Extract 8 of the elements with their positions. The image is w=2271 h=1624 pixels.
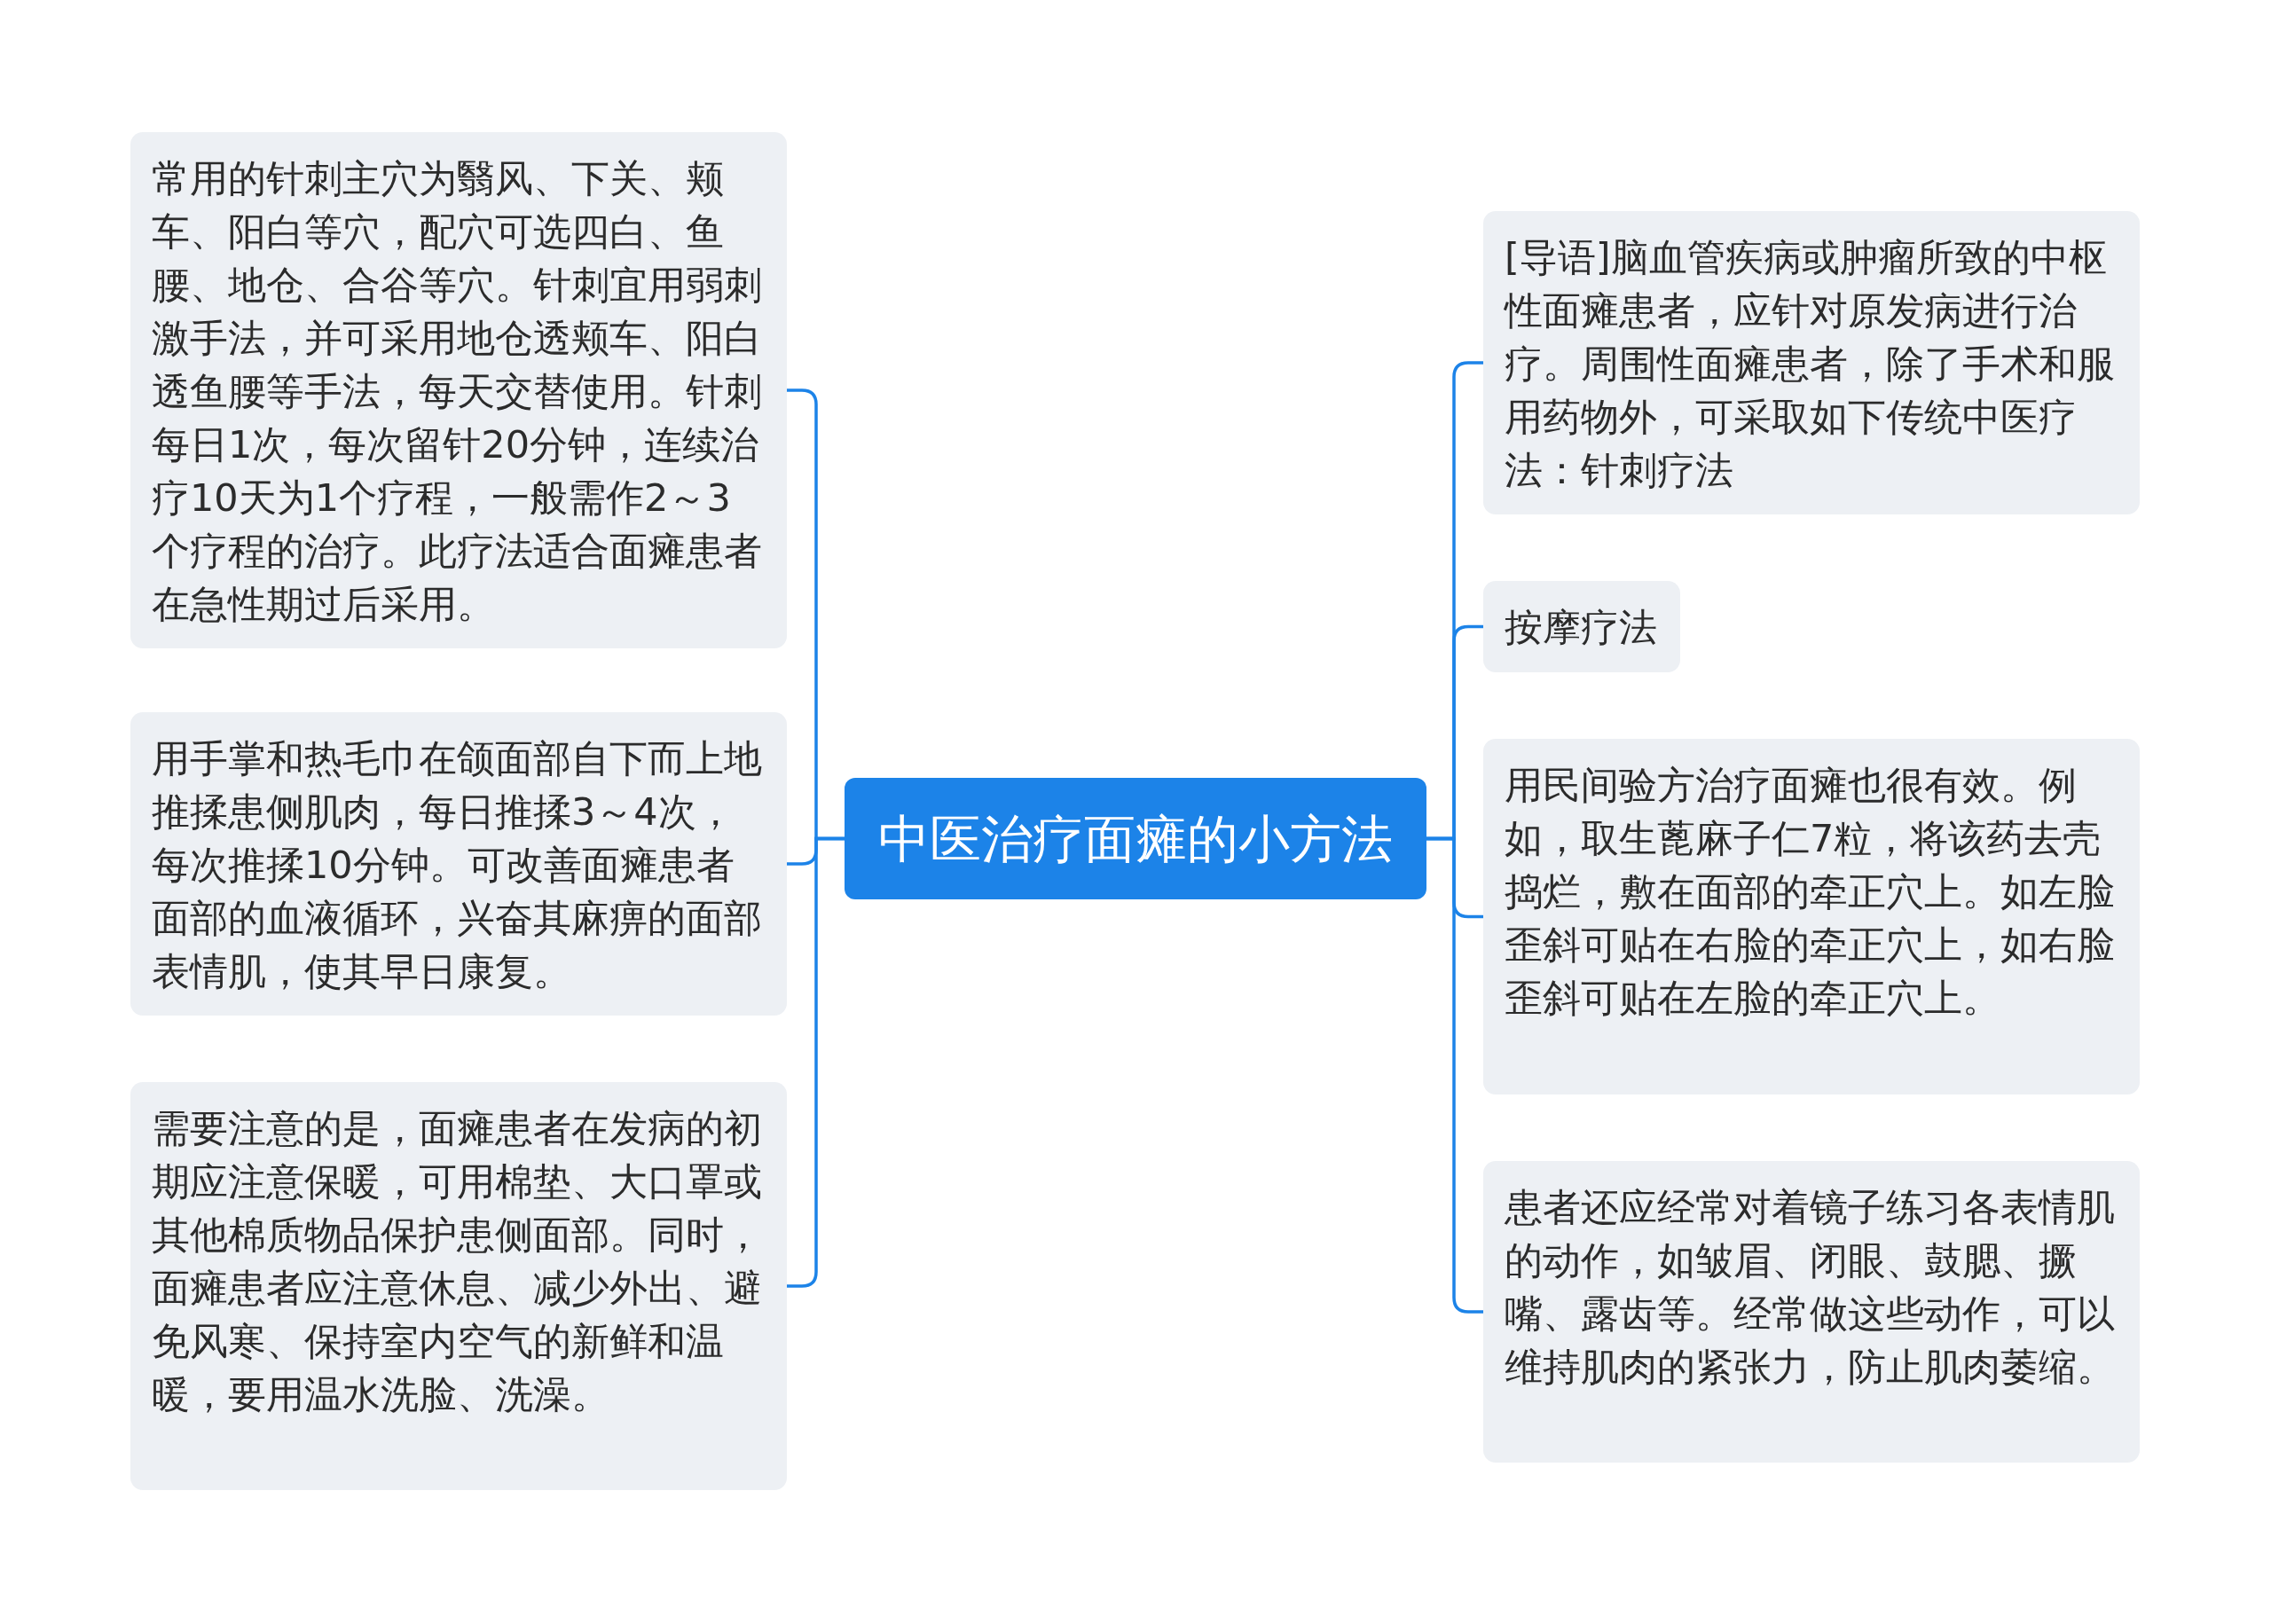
topic-box: [导语]脑血管疾病或肿瘤所致的中枢性面瘫患者，应针对原发病进行治疗。周围性面瘫患者，除了手术和服用药物外，可采取如下传统中医疗法：针刺疗法 (1483, 211, 2140, 514)
central-topic: 中医治疗面瘫的小方法 (845, 778, 1426, 899)
topic-box: 按摩疗法 (1483, 581, 1680, 672)
topic-box: 常用的针刺主穴为翳风、下关、颊车、阳白等穴，配穴可选四白、鱼腰、地仓、合谷等穴。针刺宜用弱刺激手法，并可采用地仓透颊车、阳白透鱼腰等手法，每天交替使用。针刺每日1次，每次留针20分钟，连续治疗10天为1个疗程，一般需作2～3个疗程的治疗。此疗法适合面瘫患者在急性期过后采用。 (130, 132, 787, 648)
topic-box: 患者还应经常对着镜子练习各表情肌的动作，如皱眉、闭眼、鼓腮、撅嘴、露齿等。经常做这些动作，可以维持肌肉的紧张力，防止肌肉萎缩。 (1483, 1161, 2140, 1463)
topic-box: 用手掌和热毛巾在颌面部自下而上地推揉患侧肌肉，每日推揉3～4次，每次推揉10分钟。可改善面瘫患者面部的血液循环，兴奋其麻痹的面部表情肌，使其早日康复。 (130, 712, 787, 1016)
topic-box: 需要注意的是，面瘫患者在发病的初期应注意保暖，可用棉垫、大口罩或其他棉质物品保护患侧面部。同时，面瘫患者应注意休息、减少外出、避免风寒、保持室内空气的新鲜和温暖，要用温水洗脸、洗澡。 (130, 1082, 787, 1490)
topic-box: 用民间验方治疗面瘫也很有效。例如，取生蓖麻子仁7粒，将该药去壳捣烂，敷在面部的牵正穴上。如左脸歪斜可贴在右脸的牵正穴上，如右脸歪斜可贴在左脸的牵正穴上。 (1483, 739, 2140, 1094)
